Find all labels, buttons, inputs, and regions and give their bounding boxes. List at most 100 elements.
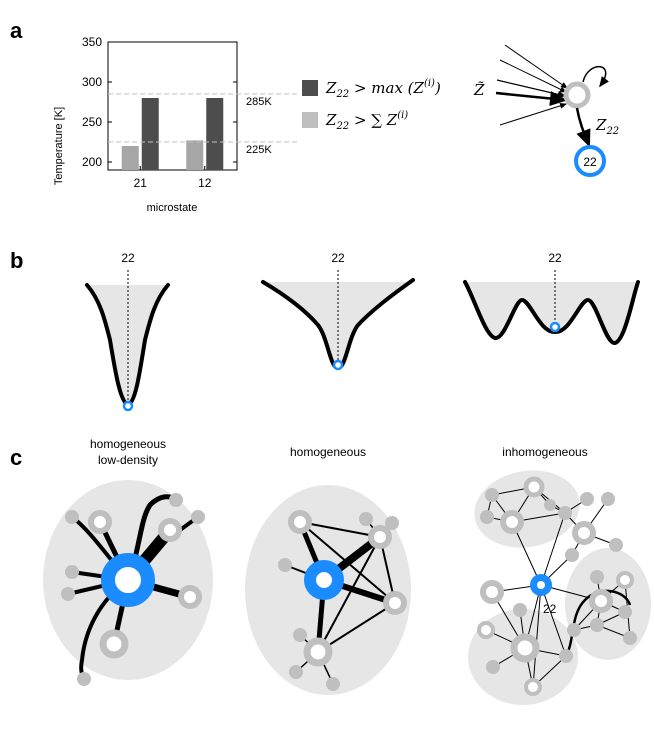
n1-node <box>191 510 205 524</box>
bar <box>121 146 139 170</box>
landscape-2-node <box>332 359 344 371</box>
n3-node <box>480 510 494 524</box>
landscape-3-node <box>549 321 561 333</box>
n3-node <box>567 623 581 637</box>
legend-max-text: Z22 > max (Z(i)) <box>325 78 441 100</box>
chart-frame <box>107 41 238 171</box>
n2-node <box>289 665 303 679</box>
n3-node-ring <box>480 580 504 604</box>
n1-node <box>65 510 79 524</box>
landscape-3-label: 22 <box>548 251 562 265</box>
n3-node-ring <box>510 633 540 663</box>
landscape-3: 22 <box>463 251 640 345</box>
n3-edge-thick <box>564 589 632 657</box>
network-2-title: homogeneous <box>290 445 366 459</box>
n2-edge <box>317 602 396 653</box>
n3-node <box>623 631 637 645</box>
panel-label-a: a <box>10 18 23 43</box>
x-tick-label: 21 <box>134 176 148 190</box>
bar <box>141 98 159 170</box>
landscape-1: 22 <box>85 251 170 412</box>
n3-node-22-label: 22 <box>543 602 557 616</box>
landscape-2: 22 <box>261 251 415 371</box>
bar <box>206 98 224 170</box>
n2-edge <box>299 521 396 604</box>
legend-swatch-max <box>302 80 318 96</box>
edge-in-2 <box>499 59 567 93</box>
bar-chart: 350 300 250 200 285K 225K 21 12 Temperature [… <box>53 35 300 214</box>
node-22 <box>574 145 606 177</box>
landscape-2-label: 22 <box>331 251 345 265</box>
n1-node <box>169 493 183 507</box>
n3-node <box>559 649 573 663</box>
legend-sum-text: Z22 > ∑ Z(i) <box>325 110 408 132</box>
n2-node-ring <box>368 525 392 549</box>
network-1 <box>43 480 213 686</box>
network-3: 22 <box>468 470 651 705</box>
n2-node-ring <box>383 591 407 615</box>
n2-node <box>385 516 399 530</box>
network-3-cluster-top <box>474 470 580 548</box>
n1-node <box>65 565 79 579</box>
y-axis-label: Temperature [K] <box>53 107 65 185</box>
n2-edge <box>317 536 381 653</box>
edge-in-ztilde <box>495 91 568 106</box>
network-2 <box>245 485 411 695</box>
self-loop <box>582 66 609 88</box>
x-tick-label: 12 <box>198 176 212 190</box>
panel-label-b: b <box>10 248 23 273</box>
y-tick-label: 250 <box>82 115 102 129</box>
n2-node <box>326 677 340 691</box>
x-axis-label: microstate <box>147 202 198 214</box>
n3-node <box>513 603 527 617</box>
n3-node-ring <box>524 678 542 696</box>
n3-node-ring <box>572 521 596 545</box>
n3-node <box>485 488 499 502</box>
n3-node <box>580 492 594 506</box>
network-3-title: inhomogeneous <box>502 445 587 459</box>
landscape-1-node <box>122 400 134 412</box>
n3-node <box>601 492 615 506</box>
n1-node <box>77 672 91 686</box>
n2-node-ring <box>288 510 312 534</box>
y-tick-label: 300 <box>82 75 102 89</box>
n1-node-ring <box>178 585 202 609</box>
n3-node-ring <box>500 510 524 534</box>
node-22-label: 22 <box>583 155 597 169</box>
chart-legend: Z22 > max (Z(i)) Z22 > ∑ Z(i) <box>302 78 441 132</box>
network-1-title-line2: low-density <box>98 453 158 467</box>
n1-node-22 <box>101 553 155 607</box>
n2-node-ring <box>303 637 333 667</box>
reference-label: 225K <box>246 144 272 156</box>
edge-out-z22 <box>575 107 591 148</box>
n3-node <box>565 548 579 562</box>
legend-swatch-sum <box>302 112 318 128</box>
n3-node-22-center <box>537 581 545 589</box>
y-tick-label: 350 <box>82 35 102 49</box>
network-1-title-line1: homogeneous <box>90 437 166 451</box>
n1-node-ring <box>158 518 182 542</box>
n3-node <box>618 605 632 619</box>
n2-node-22 <box>304 560 344 600</box>
landscape-1-fill <box>87 285 168 405</box>
network-a: 22 Z̃ Z22 <box>473 44 619 177</box>
bar <box>186 140 204 170</box>
n2-edge <box>299 521 381 538</box>
n3-node-ring <box>477 621 495 639</box>
landscape-3-fill <box>465 282 638 344</box>
n3-node <box>590 570 604 584</box>
n2-node <box>278 558 292 572</box>
y-tick-label: 200 <box>82 155 102 169</box>
z22-label: Z22 <box>595 116 619 137</box>
n2-node <box>359 512 373 526</box>
n1-node-ring <box>99 629 129 659</box>
n3-node-ring <box>616 571 634 589</box>
panel-label-c: c <box>10 445 22 470</box>
reference-label: 285K <box>246 96 272 108</box>
n3-node-ring <box>589 589 613 613</box>
n3-node <box>558 506 572 520</box>
n3-node <box>590 618 604 632</box>
landscape-1-label: 22 <box>121 251 135 265</box>
n3-node <box>609 538 623 552</box>
